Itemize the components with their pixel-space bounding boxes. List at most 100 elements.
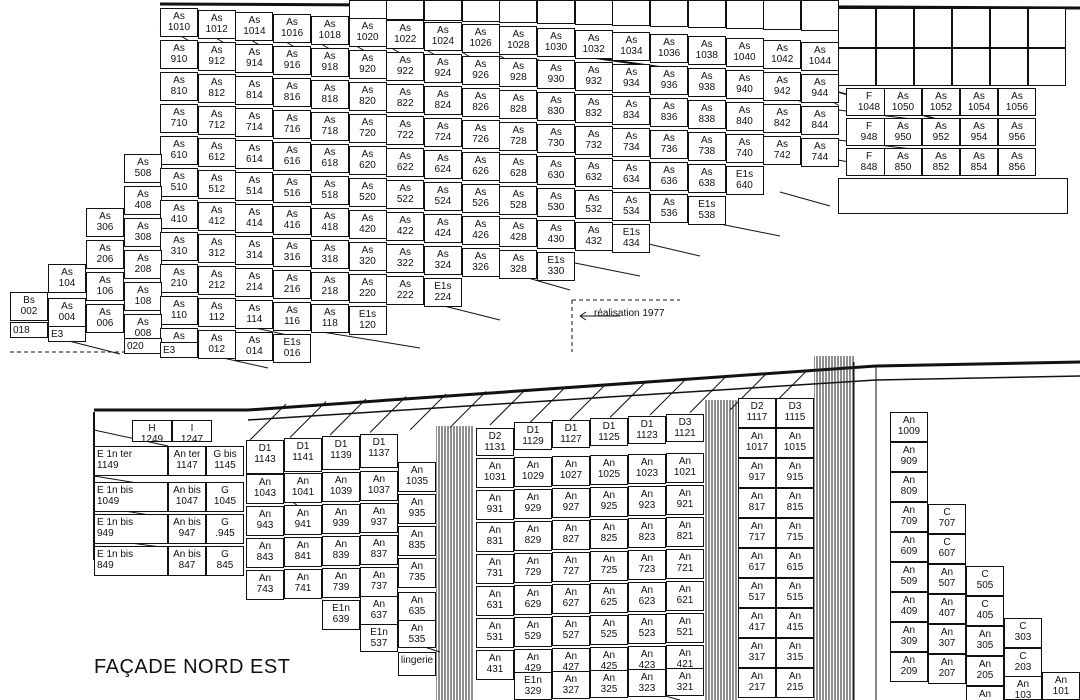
room-type-label: E1s	[358, 309, 377, 320]
room-type-label: An	[640, 457, 654, 468]
room-number: 836	[660, 112, 678, 123]
room-number: 1249	[140, 434, 164, 442]
empty-bay	[876, 48, 914, 86]
room-type-label: As	[361, 117, 374, 128]
room-number: 920	[359, 64, 376, 75]
room-number: 1054	[967, 102, 991, 113]
room-type-label: As	[512, 61, 525, 72]
room-number: 832	[585, 108, 603, 119]
room-type-label: As	[137, 221, 149, 232]
room-type-label: An	[750, 671, 764, 682]
room-type-label: As	[210, 13, 223, 24]
room-number: 305	[976, 640, 994, 651]
room-number: 949	[97, 528, 114, 539]
empty-bay	[876, 8, 914, 48]
room-number: 940	[736, 84, 753, 95]
room-type-label: As	[99, 307, 111, 318]
room-number: 826	[472, 102, 489, 113]
room-number: 637	[370, 610, 388, 621]
diagonal-line	[569, 261, 641, 277]
room-number: 918	[321, 62, 339, 73]
room-number: 216	[283, 284, 301, 295]
room-type-label: An	[258, 509, 272, 520]
room-number: 1117	[746, 412, 768, 423]
room-number: 532	[585, 204, 603, 215]
room-type-label: An	[640, 489, 654, 500]
room-number: 1015	[783, 442, 807, 453]
room-number: 710	[170, 118, 188, 129]
room-number: 937	[370, 517, 388, 528]
room-type-label: As	[973, 91, 985, 102]
room-number: 1143	[254, 454, 276, 465]
room-type-label: An	[978, 629, 992, 640]
room-number: 415	[786, 622, 804, 633]
room-type-label: An	[602, 586, 616, 597]
room-number: 323	[638, 683, 656, 694]
room-number: 318	[321, 254, 339, 265]
room-type-label: As	[361, 245, 374, 256]
room-number: 1044	[808, 56, 832, 67]
room-type-label: An	[296, 572, 310, 583]
room-type-label: An	[902, 415, 916, 426]
room-type-label: An	[296, 476, 310, 487]
diagonal-line	[249, 403, 287, 441]
room-number: 954	[970, 132, 988, 143]
room-number: 618	[321, 158, 339, 169]
room-type-label: C	[981, 569, 989, 580]
room-number: 921	[676, 499, 694, 510]
room-type-label: E1n	[370, 627, 388, 638]
room-number: 739	[332, 582, 350, 593]
roof-bay	[423, 0, 462, 21]
room-type-label: As	[286, 177, 298, 188]
room-number: 428	[509, 232, 527, 243]
room-type-label: An	[602, 458, 616, 469]
room-type-label: An	[788, 551, 802, 562]
room-type-label: As	[137, 317, 149, 328]
room-number: 1041	[291, 487, 315, 498]
room-type-label: An	[602, 522, 616, 533]
room-number: 116	[284, 316, 301, 327]
room-type-label: An	[978, 659, 992, 670]
room-type-label: As	[399, 23, 412, 34]
room-number: 120	[359, 320, 376, 331]
room-type-label: G	[221, 549, 229, 560]
room-number: 837	[370, 549, 388, 560]
room-number: 821	[676, 531, 694, 542]
room-type-label: As	[137, 285, 149, 296]
room-type-label: As	[973, 151, 985, 162]
